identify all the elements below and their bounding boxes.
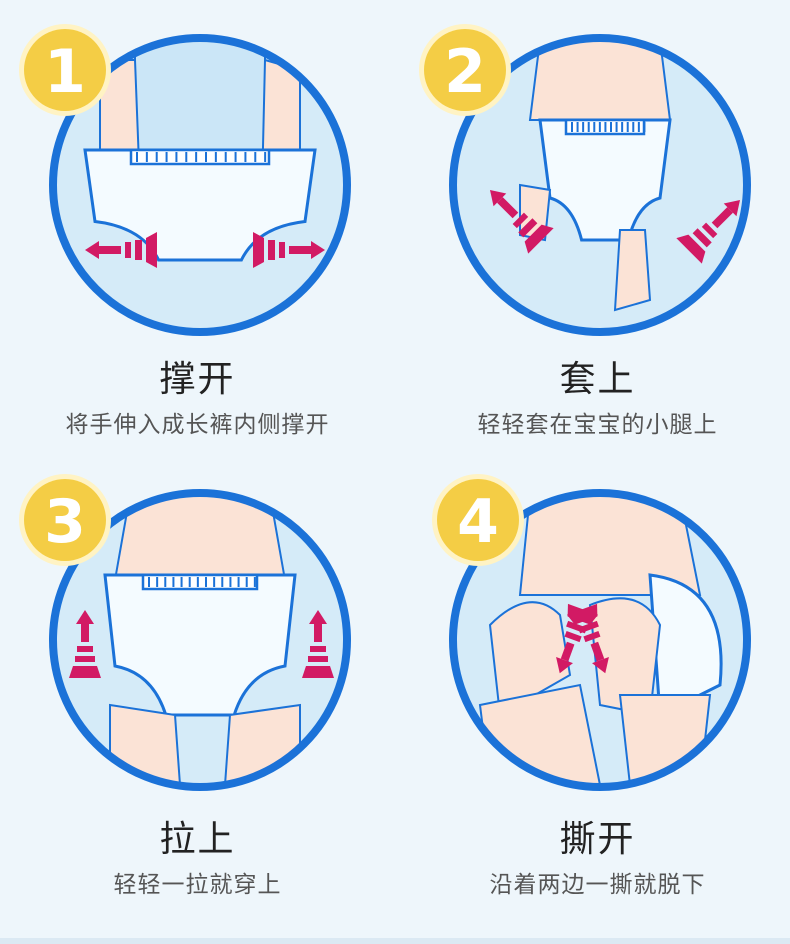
arrow-up-icon — [69, 610, 101, 678]
svg-text:1: 1 — [44, 37, 86, 107]
step-subtitle: 轻轻一拉就穿上 — [113, 872, 282, 898]
step-title: 撕开 — [559, 819, 636, 860]
arrow-up-icon — [302, 610, 334, 678]
arrow-icon — [85, 232, 157, 268]
step-number-badge: 4 — [432, 474, 524, 566]
step-title: 拉上 — [159, 819, 236, 860]
step-number-badge: 3 — [19, 474, 111, 566]
step-2: 2 套上 轻轻套在宝宝的小腿上 — [400, 0, 790, 472]
step-illustration: 1 — [19, 24, 351, 336]
step-subtitle: 将手伸入成长裤内侧撑开 — [65, 412, 330, 438]
arrow-icon — [253, 232, 325, 268]
step-4: 4 撕开 沿着两边一撕就脱下 — [400, 455, 790, 927]
step-illustration: 2 — [419, 24, 751, 336]
svg-text:3: 3 — [44, 487, 86, 557]
step-subtitle: 沿着两边一撕就脱下 — [489, 872, 706, 898]
svg-text:2: 2 — [444, 37, 486, 107]
step-subtitle: 轻轻套在宝宝的小腿上 — [477, 412, 718, 438]
step-3: 3 拉上 轻轻一拉就穿上 — [0, 455, 395, 927]
arrow-icon — [490, 190, 554, 254]
arrow-icon — [676, 200, 740, 264]
step-number-badge: 1 — [19, 24, 111, 116]
step-illustration: 3 — [19, 474, 351, 791]
step-illustration: 4 — [432, 474, 751, 791]
step-title: 套上 — [559, 359, 636, 400]
step-number-badge: 2 — [419, 24, 511, 116]
step-title: 撑开 — [159, 359, 236, 400]
bottom-divider — [0, 938, 790, 944]
arrow-up-icon — [566, 603, 609, 674]
svg-text:4: 4 — [457, 487, 499, 557]
step-1: 1 撑开 将手伸入成长裤内侧撑开 — [0, 0, 395, 472]
